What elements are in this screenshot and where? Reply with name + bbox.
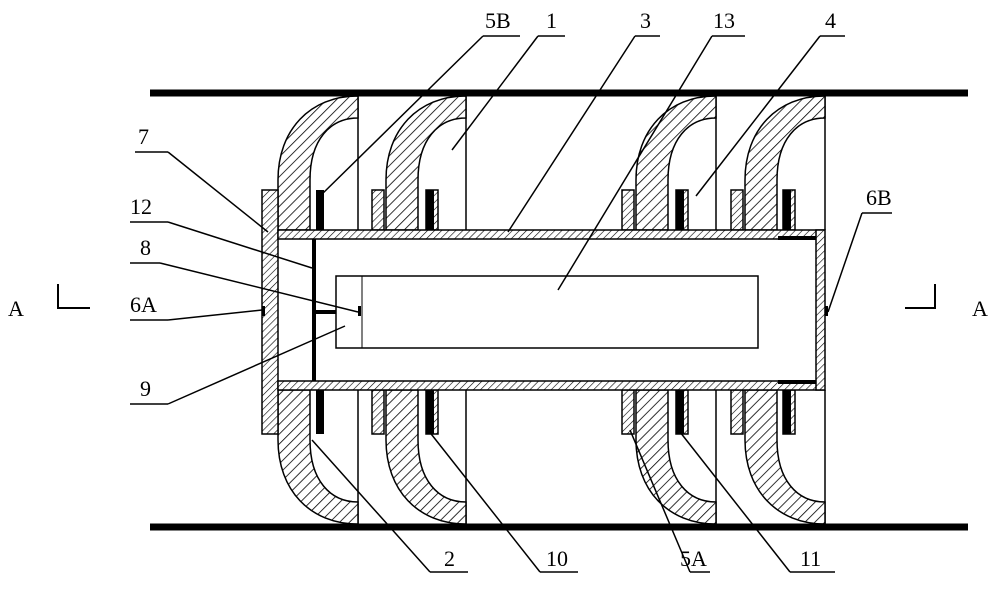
label-5B: 5B — [485, 8, 511, 33]
label-6B: 6B — [866, 185, 892, 210]
label-6A: 6A — [130, 292, 157, 317]
right-end-wall — [816, 230, 825, 390]
mark-6A — [262, 306, 265, 316]
inner-sensor-tip — [358, 306, 361, 316]
label-4: 4 — [825, 8, 836, 33]
label-11: 11 — [800, 546, 821, 571]
label-12: 12 — [130, 194, 152, 219]
connector-stem — [316, 310, 336, 314]
label-section-right: A — [972, 296, 988, 321]
label-section-left: A — [8, 296, 24, 321]
body-tube-top-wall — [278, 230, 824, 239]
tube-band-bottom — [778, 380, 816, 384]
label-13: 13 — [713, 8, 735, 33]
section-marker-left — [58, 284, 90, 308]
inner-module — [336, 276, 758, 348]
mark-6B — [825, 306, 828, 316]
label-10: 10 — [546, 546, 568, 571]
baffle-plate — [312, 239, 316, 381]
label-9: 9 — [140, 376, 151, 401]
label-8: 8 — [140, 235, 151, 260]
label-5A: 5A — [680, 546, 707, 571]
label-1: 1 — [546, 8, 557, 33]
label-7: 7 — [138, 124, 149, 149]
tube-band-top — [778, 236, 816, 240]
body-tube-bottom-wall — [278, 381, 824, 390]
label-2: 2 — [444, 546, 455, 571]
section-marker-right — [905, 284, 935, 308]
label-3: 3 — [640, 8, 651, 33]
